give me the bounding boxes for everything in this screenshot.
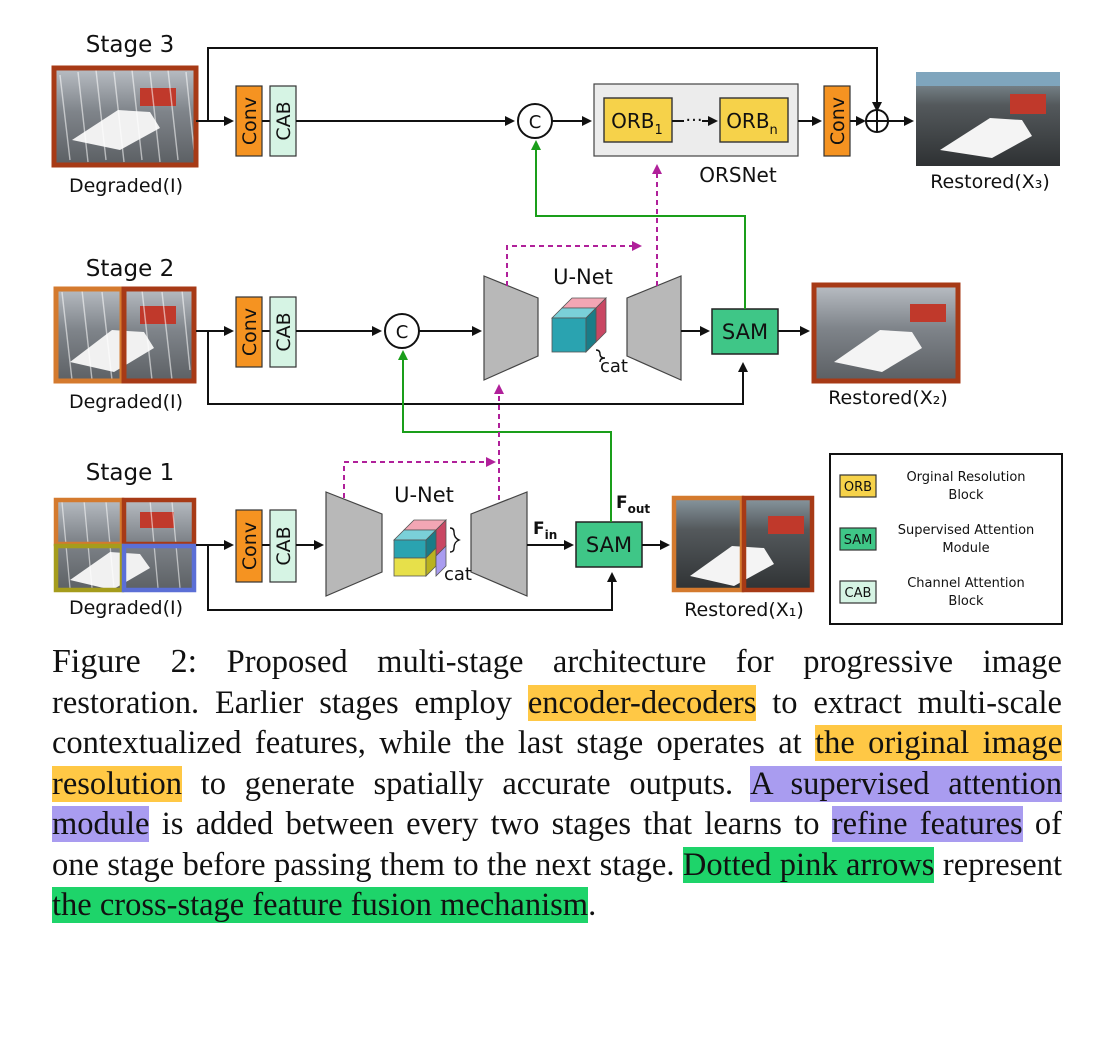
stage2-sam-label: SAM	[722, 320, 768, 344]
legend-sam-swatch	[839, 527, 877, 551]
caption-highlight-cross-stage-fusion: the cross-stage feature fusion mechanism	[52, 887, 589, 923]
legend-orb-abbr: ORB	[844, 480, 872, 495]
stage2-sam-block	[711, 308, 779, 355]
stage1-degraded-image	[53, 497, 197, 593]
stage1-unet-encoder	[325, 491, 383, 597]
legend-cab-abbr: CAB	[845, 586, 872, 601]
stage1-encoder-cross-stage-arrow	[343, 457, 496, 498]
stage1-cab-label: CAB	[273, 526, 295, 565]
stage2-cab-label: CAB	[273, 312, 295, 351]
legend-sam-line1: Supervised Attention	[898, 523, 1035, 538]
caption-label: Figure 2:	[52, 643, 198, 680]
caption-highlight-dotted-pink-arrows: Dotted pink arrows	[682, 846, 935, 883]
stage2-encoder-cross-stage-arrow	[506, 241, 642, 286]
orsnet-label: ORSNet	[699, 163, 777, 187]
stage1-conv-label: Conv	[239, 522, 261, 570]
caption-text-3: to generate spatially accurate outputs.	[181, 765, 751, 802]
stage3-out-conv-label: Conv	[827, 97, 849, 145]
stage2-label: Stage 2	[86, 256, 174, 282]
figure-caption: Figure 2: Proposed multi-stage architect…	[52, 642, 1063, 926]
stage2-unet-decoder	[626, 275, 682, 381]
stage2-conv-label: Conv	[239, 308, 261, 356]
caption-highlight-refine-features: refine features	[831, 806, 1023, 842]
architecture-diagram: Stage 3 Degraded(I) Conv CAB C ORB1 ··· …	[51, 32, 1063, 625]
orb-block-n	[719, 97, 789, 143]
f-out-label: Fout	[616, 493, 650, 516]
f-in-label: Fin	[533, 519, 557, 542]
legend: ORB Orginal Resolution Block SAM Supervi…	[829, 453, 1063, 625]
stage1-input-label: Degraded(I)	[69, 597, 183, 619]
stage1-cat-label: cat	[444, 564, 472, 585]
legend-cab-line2: Block	[948, 594, 984, 609]
stage2-restored-image	[811, 282, 961, 384]
stage2-cat-label: cat	[600, 356, 628, 377]
stage2-to-stage3-sam-arrow	[531, 140, 746, 309]
stage3-restored-image	[916, 72, 1060, 166]
stage3-concat-label: C	[529, 112, 542, 133]
legend-orb-line1: Orginal Resolution	[906, 470, 1025, 485]
orb-1-label: ORB1	[611, 109, 663, 138]
stage1-sam-label: SAM	[586, 533, 632, 557]
legend-orb-swatch	[839, 474, 877, 498]
stage3-conv-block	[235, 85, 263, 157]
orb-dots: ···	[685, 110, 702, 131]
stage3-label: Stage 3	[86, 32, 174, 58]
caption-text-1: Proposed multi-stage architecture for pr…	[52, 644, 1062, 721]
stage3-degraded-image	[51, 65, 199, 168]
stage1-output-label: Restored(X₁)	[684, 599, 804, 621]
stage3-conv-label: Conv	[239, 97, 261, 145]
stage2-output-label: Restored(X₂)	[828, 387, 948, 409]
stage1-skip-arrow	[207, 545, 617, 611]
orb-n-label: ORBn	[726, 109, 778, 138]
stage1-to-stage2-sam-arrow	[398, 350, 612, 522]
orb-block-1	[603, 97, 673, 143]
caption-text-4: is added between every two stages that l…	[149, 806, 832, 842]
stage3-cab-label: CAB	[273, 101, 295, 140]
stage2-unet-encoder	[483, 275, 539, 381]
stage2-concat-label: C	[396, 322, 409, 343]
stage3-out-conv-block	[823, 85, 851, 157]
stage2-unet-label: U-Net	[553, 265, 613, 289]
stage2-cat-cubes	[551, 297, 607, 353]
stage1-sam-block	[575, 521, 643, 568]
stage3-input-label: Degraded(I)	[69, 175, 183, 197]
legend-sam-line2: Module	[942, 541, 989, 556]
caption-text-5: of one stage before passing them to the …	[52, 806, 1063, 883]
caption-text-2: to extract multi-scale contextualized fe…	[52, 684, 1062, 762]
stage2-input-label: Degraded(I)	[69, 391, 183, 413]
stage2-conv-block	[235, 296, 263, 368]
stage1-label: Stage 1	[86, 460, 174, 486]
stage2-degraded-image	[53, 286, 197, 384]
caption-highlight-encoder-decoders: encoder-decoders	[527, 684, 757, 721]
stage1-cat-cubes	[393, 519, 447, 577]
legend-cab-line1: Channel Attention	[907, 576, 1025, 591]
legend-sam-abbr: SAM	[844, 533, 873, 548]
legend-cab-swatch	[839, 580, 877, 604]
caption-text-6: represent	[934, 846, 1062, 883]
stage1-cab-block	[269, 509, 297, 583]
stage1-unet-decoder	[470, 491, 528, 597]
caption-text-7: .	[588, 887, 597, 923]
stage3-skip-arrow	[207, 47, 882, 121]
stage3-output-label: Restored(X₃)	[930, 171, 1050, 193]
stage2-skip-arrow	[207, 331, 748, 405]
stage1-unet-label: U-Net	[394, 483, 454, 507]
legend-orb-line2: Block	[948, 488, 984, 503]
stage1-restored-image	[671, 495, 815, 593]
